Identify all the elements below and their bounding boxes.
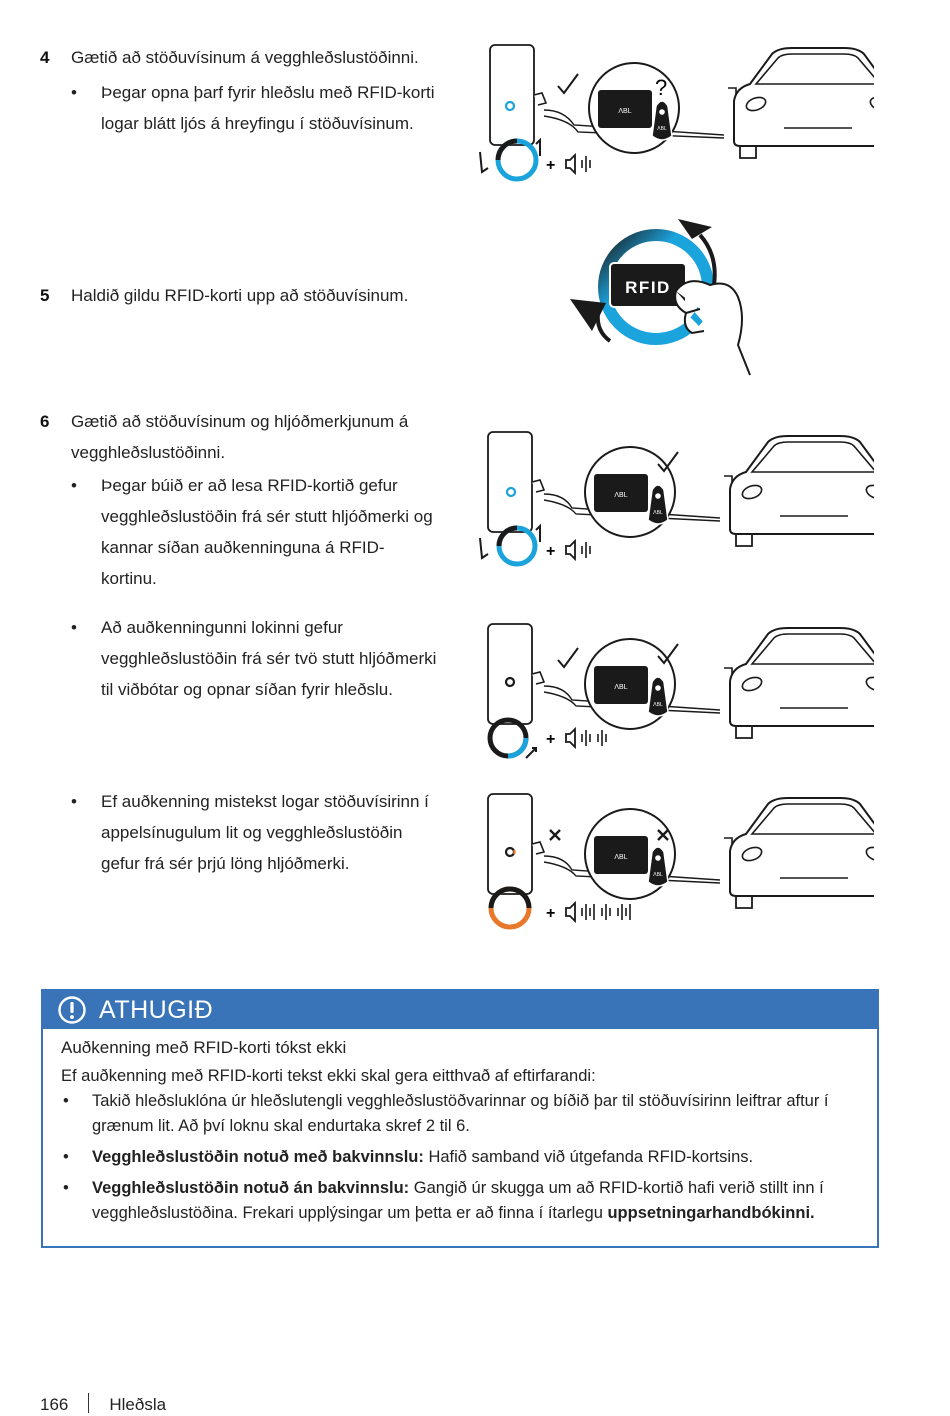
- step-text: Haldið gildu RFID-korti upp að stöðuvísi…: [71, 286, 409, 305]
- step-text: Gætið að stöðuvísinum og hljóðmerkjunum …: [71, 412, 409, 462]
- page-footer: 166 Hleðsla: [40, 1393, 166, 1415]
- illustration-step5-rfid-card: RFID: [570, 219, 751, 376]
- step-bullet: Ef auðkenning mistekst logar stöðuvísiri…: [71, 786, 440, 879]
- section-name: Hleðsla: [109, 1395, 167, 1414]
- notice-subtitle: Auðkenning með RFID-korti tókst ekki: [61, 1038, 347, 1057]
- footer-divider: [88, 1393, 90, 1413]
- step-number: 4: [40, 48, 50, 67]
- notice-title: ATHUGIÐ: [99, 995, 214, 1024]
- notice-item-bold: Vegghleðslustöðin notuð með bakvinnslu:: [92, 1148, 424, 1166]
- step-number: 5: [40, 286, 50, 305]
- plus-sign: +: [546, 543, 555, 560]
- notice-item: Vegghleðslustöðin notuð án bakvinnslu: G…: [61, 1176, 859, 1226]
- step-6-bullet-2: Að auðkenningunni lokinni gefur vegghleð…: [40, 612, 440, 705]
- notice-intro: Ef auðkenning með RFID-korti tekst ekki …: [61, 1067, 596, 1085]
- status-indicator: [504, 676, 516, 688]
- step-6-bullet-3: Ef auðkenning mistekst logar stöðuvísiri…: [40, 786, 440, 879]
- exclamation-circle-icon: [58, 996, 86, 1024]
- notice-body: Auðkenning með RFID-korti tókst ekki Ef …: [43, 1029, 877, 1226]
- status-indicator-blue: [504, 100, 516, 112]
- step-6: 6 Gætið að stöðuvísinum og hljóðmerkjunu…: [40, 406, 440, 594]
- plus-sign: +: [546, 905, 555, 922]
- step-bullet: Að auðkenningunni lokinni gefur vegghleð…: [71, 612, 440, 705]
- plus-sign: +: [546, 731, 555, 748]
- step-text: Gætið að stöðuvísinum á vegghleðslustöði…: [71, 48, 419, 67]
- svg-text:?: ?: [655, 75, 667, 100]
- step-number: 6: [40, 412, 50, 431]
- step-4: 4 Gætið að stöðuvísinum á vegghleðslustö…: [40, 42, 440, 139]
- illustration-step6-card-read: +: [479, 431, 874, 567]
- plus-sign: +: [546, 157, 555, 174]
- status-indicator-blue: [505, 486, 517, 498]
- notice-item-bold: Vegghleðslustöðin notuð án bakvinnslu:: [92, 1179, 410, 1197]
- notice-item-text: Takið hleðsluklóna úr hleðslutengli vegg…: [92, 1092, 829, 1135]
- notice-item: Takið hleðsluklóna úr hleðslutengli vegg…: [61, 1089, 859, 1139]
- step-5: 5 Haldið gildu RFID-korti upp að stöðuví…: [40, 280, 440, 311]
- illustration-step6-authenticated: +: [487, 623, 874, 759]
- notice-item: Vegghleðslustöðin notuð með bakvinnslu: …: [61, 1145, 859, 1170]
- page-number: 166: [40, 1395, 69, 1414]
- illustration-step4-charging-locked: ? +: [479, 44, 874, 182]
- rfid-card-label: RFID: [625, 278, 671, 297]
- manual-reference: uppsetningarhandbókinni.: [607, 1204, 815, 1222]
- notice-header: ATHUGIÐ: [43, 991, 877, 1029]
- step-bullet: Þegar opna þarf fyrir hleðslu með RFID-k…: [71, 77, 440, 139]
- illustration-step6-auth-failed: +: [487, 793, 874, 930]
- notice-box: ATHUGIÐ Auðkenning með RFID-korti tókst …: [41, 989, 879, 1248]
- notice-item-text: Hafið samband við útgefanda RFID-kortsin…: [423, 1148, 754, 1166]
- step-bullet: Þegar búið er að lesa RFID-kortið gefur …: [71, 470, 440, 594]
- notice-item-text: Gangið úr skugga um að RFID-kortið hafi …: [92, 1179, 824, 1222]
